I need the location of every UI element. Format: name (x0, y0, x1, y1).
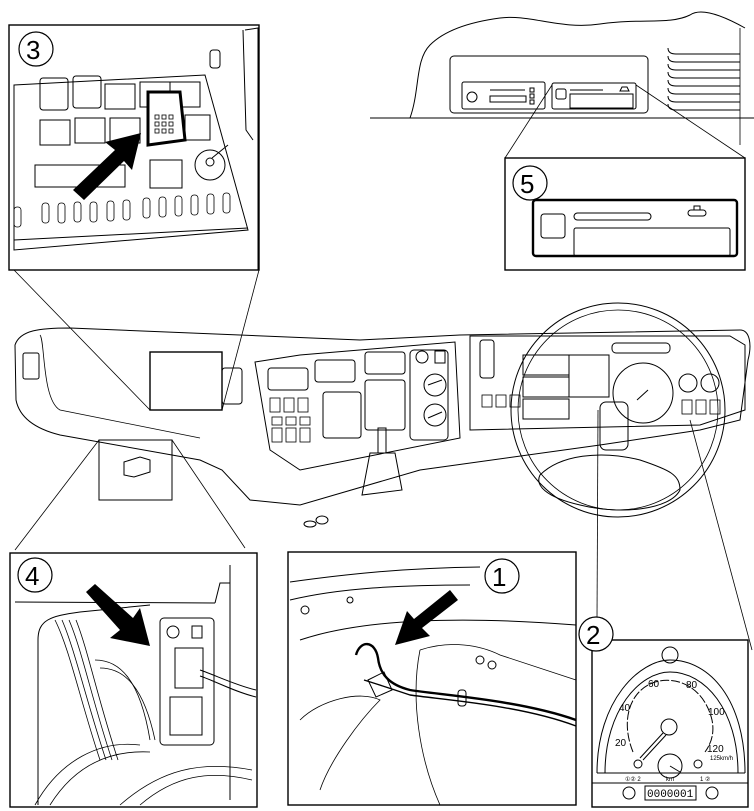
inset-2: 2 20 40 60 80 100 120 125km/h ①② 2 km 1 … (578, 616, 749, 808)
tick-100: 100 (708, 707, 725, 718)
tick-20: 20 (615, 738, 627, 749)
highlighted-relay (146, 90, 187, 147)
inset-5: 5 (504, 157, 746, 271)
odometer-unit: km (666, 777, 674, 783)
tick-80: 80 (686, 680, 698, 691)
callout-5-label: 5 (520, 169, 534, 199)
callout-2-label: 2 (586, 620, 600, 650)
inset-4: 4 (9, 552, 258, 808)
left-marker: ①② 2 (625, 776, 641, 783)
dashboard (14, 302, 753, 651)
vent-slats (667, 47, 740, 111)
wire-harness (34, 619, 253, 806)
callout-3-label: 3 (26, 35, 40, 65)
tick-40: 40 (619, 703, 631, 714)
callout-4-label: 4 (25, 561, 39, 591)
callout-1-label: 1 (492, 562, 506, 592)
overhead-shelf (370, 11, 754, 159)
pointer-arrow-icon (73, 133, 141, 200)
pointer-arrow-icon (395, 590, 458, 645)
odometer-value: 0000001 (647, 789, 694, 801)
tick-120: 120 (707, 744, 724, 755)
inset-3: 3 (8, 24, 260, 411)
knob-icon (194, 149, 226, 181)
pointer-arrow-icon (86, 584, 150, 646)
steering-wheel (510, 302, 726, 518)
right-marker: 1 ② (700, 776, 710, 783)
tick-60: 60 (648, 679, 660, 690)
unit-small: 125km/h (710, 756, 733, 762)
odometer-display (644, 785, 697, 801)
inset-1: 1 (287, 551, 577, 806)
